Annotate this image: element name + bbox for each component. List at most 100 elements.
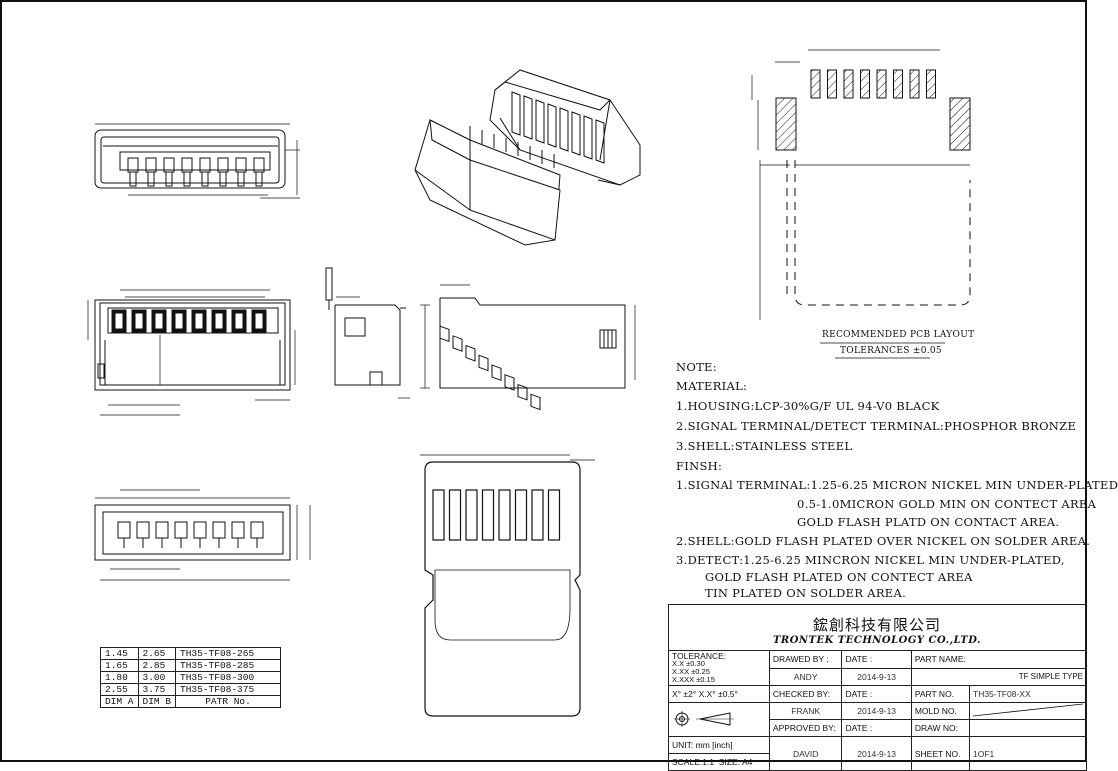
unit-label: UNIT: mm [inch] — [668, 736, 770, 754]
mold-no-value — [969, 702, 1087, 720]
front-view-contact-inner — [154, 312, 164, 330]
pcb-pad — [843, 69, 854, 99]
side-view-small — [325, 267, 410, 399]
part-no-label: PART NO. — [910, 685, 971, 703]
top-view-pin — [201, 171, 209, 187]
note-line: 3.SHELL:STAINLESS STEEL — [676, 439, 853, 453]
table-cell: TH35-TF08-285 — [175, 659, 282, 672]
bottom-view-pin — [212, 521, 226, 539]
top-view-pin — [237, 171, 245, 187]
pcb-pad — [909, 69, 920, 99]
iso-back-tooth — [583, 115, 593, 160]
bottom-view-pin — [193, 521, 207, 539]
scale-label: SCALE:1:1 — [672, 757, 715, 767]
note-line: 1.HOUSING:LCP-30%G/F UL 94-V0 BLACK — [676, 399, 940, 413]
tolerance-label: TOLERANCE: — [672, 651, 727, 661]
note-line: GOLD FLASH PLATED ON CONTECT AREA — [705, 570, 973, 584]
table-cell: 2.65 — [137, 647, 177, 660]
table-header: PATR No. — [175, 695, 282, 708]
date-value: 2014-9-13 — [841, 667, 912, 686]
table-cell: 1.65 — [100, 659, 139, 672]
tolerance-3: X.XXX ±0.15 — [672, 675, 715, 684]
approved-by-label: APPROVED BY: — [768, 719, 843, 737]
table-header: DIM A — [100, 695, 139, 708]
card-contact — [547, 489, 561, 541]
pcb-pad — [926, 69, 936, 99]
part-no-value: TH35-TF08-XX — [969, 685, 1087, 703]
table-header: DIM B — [137, 695, 177, 708]
tolerance-1: X.X ±0.30 — [672, 659, 705, 668]
note-line: GOLD FLASH PLATD ON CONTACT AREA. — [797, 515, 1060, 529]
isometric-view — [414, 69, 641, 411]
tolerance-angle: X° ±2° X.X° ±0.5° — [668, 685, 770, 703]
iso-back-tooth — [595, 119, 605, 164]
table-cell: 1.80 — [100, 671, 139, 684]
iso-back-tooth — [535, 99, 545, 144]
note-line: 2.SIGNAL TERMINAL/DETECT TERMINAL:PHOSPH… — [676, 419, 1077, 433]
iso-back-tooth — [571, 111, 581, 156]
date-label: DATE : — [841, 719, 912, 737]
drawed-by-value: ANDY — [768, 667, 843, 686]
front-view-contact-inner — [234, 312, 244, 330]
front-view-contact-inner — [194, 312, 204, 330]
card-contact — [448, 489, 462, 541]
sheet-no-value: 1OF1 — [969, 736, 1087, 771]
date-label: DATE : — [841, 685, 912, 703]
tolerance-2: X.XX ±0.25 — [672, 667, 710, 676]
pcb-tolerance: TOLERANCES ±0.05 — [840, 346, 942, 356]
bottom-view-pin — [117, 521, 131, 539]
drawing-canvas — [0, 0, 1087, 762]
title-block: TOLERANCE: X.X ±0.30 X.XX ±0.25 X.XXX ±0… — [668, 650, 1088, 771]
pcb-caption: RECOMMENDED PCB LAYOUT — [822, 330, 975, 340]
note-line: 3.DETECT:1.25-6.25 MINCRON NICKEL MIN UN… — [676, 553, 1065, 567]
iso-front-slot — [452, 335, 463, 352]
card-contact — [514, 489, 528, 541]
pcb-pad — [810, 69, 821, 99]
sheet-no-label: SHEET NO. — [910, 736, 971, 771]
top-view-pin — [255, 171, 263, 187]
bottom-view-pin — [231, 521, 245, 539]
note-line: NOTE: — [676, 360, 717, 374]
scale-size: SCALE:1:1 SIZE: A4 — [668, 753, 770, 771]
note-line: TIN PLATED ON SOLDER AREA. — [705, 586, 907, 600]
company-name-en: TRONTEK TECHNOLOGY CO.,LTD. — [772, 635, 982, 646]
note-line: MATERIAL: — [676, 379, 748, 393]
bottom-view-pin — [174, 521, 188, 539]
pcb-pad — [827, 69, 837, 99]
iso-front-slot — [517, 383, 528, 401]
pcb-pad — [876, 69, 887, 99]
note-line: 2.SHELL:GOLD FLASH PLATED OVER NICKEL ON… — [676, 534, 1091, 548]
iso-front-slot — [530, 393, 541, 411]
card-contact — [481, 489, 495, 541]
table-cell: 3.00 — [137, 671, 177, 684]
card-contact — [432, 489, 445, 541]
projection-symbol — [668, 702, 770, 737]
table-cell: TH35-TF08-265 — [175, 647, 282, 660]
date-label: DATE : — [841, 650, 912, 669]
company-name-cn: 鋐創科技有限公司 — [812, 616, 941, 634]
pcb-pad — [860, 69, 870, 99]
iso-back-tooth — [547, 103, 557, 148]
side-view — [420, 284, 636, 389]
iso-front-slot — [478, 354, 489, 372]
iso-front-slot — [439, 325, 450, 343]
note-line: 1.SIGNAl TERMINAL:1.25-6.25 MICRON NICKE… — [676, 478, 1118, 492]
pcb-pad — [893, 69, 903, 99]
table-cell: TH35-TF08-375 — [175, 683, 282, 696]
microsd-card — [420, 454, 595, 717]
draw-no-value — [969, 719, 1087, 737]
top-view-pin — [129, 171, 137, 187]
table-cell: 2.85 — [137, 659, 177, 672]
table-cell: 3.75 — [137, 683, 177, 696]
drawed-by-label: DRAWED BY : — [768, 650, 843, 669]
card-contact — [498, 489, 511, 541]
card-contact — [531, 489, 544, 541]
front-view-contact-inner — [254, 312, 264, 330]
company-header: 鋐創科技有限公司 TRONTEK TECHNOLOGY CO.,LTD. — [668, 604, 1086, 650]
note-line: FINSH: — [676, 459, 723, 473]
